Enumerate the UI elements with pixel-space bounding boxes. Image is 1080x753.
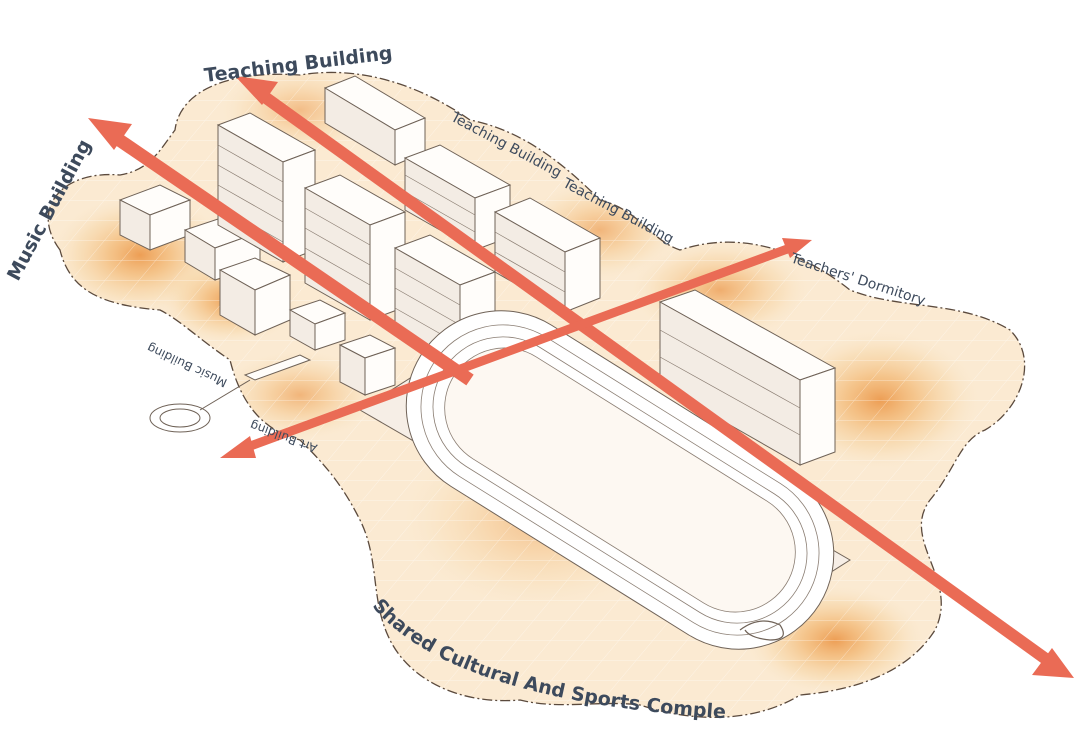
teachers-dormitory-block — [658, 289, 837, 466]
axis-arrow-teaching-complex — [235, 76, 1074, 678]
axis-arrow-music-teaching — [88, 118, 474, 386]
sports-field — [359, 310, 851, 650]
music-building-block — [118, 184, 347, 351]
art-building-block — [149, 334, 397, 433]
axis-arrow-art-dormitory — [220, 238, 812, 458]
circulation-axes — [88, 76, 1074, 678]
teaching-buildings — [216, 75, 602, 366]
